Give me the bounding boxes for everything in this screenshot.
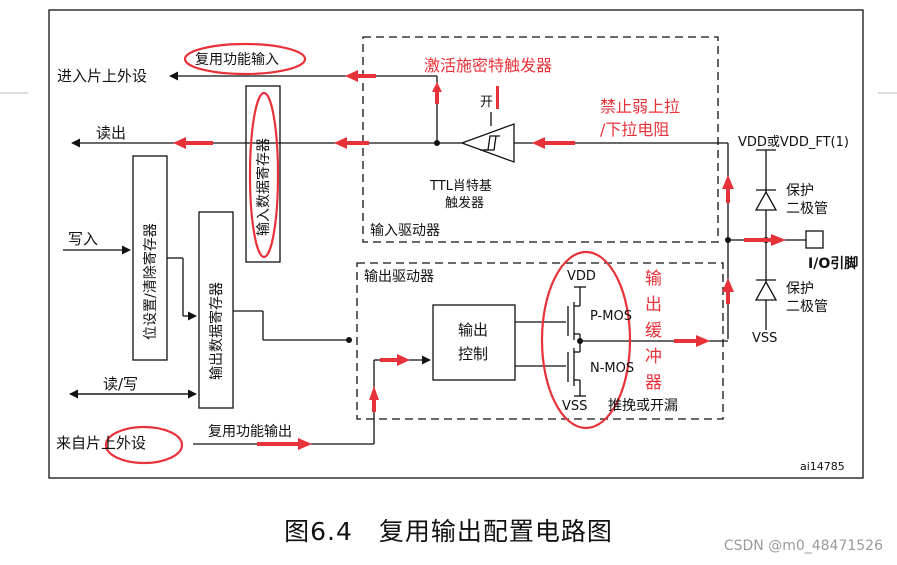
protect-diode-top-label: 保护 bbox=[786, 183, 814, 199]
protect-diode-bottom-label-2: 二极管 bbox=[786, 299, 828, 315]
output-buffer-highlight bbox=[540, 250, 632, 430]
vss-driver-label: VSS bbox=[562, 399, 587, 414]
alt-func-input-label: 复用功能输入 bbox=[195, 51, 279, 68]
figure-caption: 图6.4 复用输出配置电路图 bbox=[284, 517, 613, 546]
schmitt-trigger bbox=[460, 123, 515, 163]
nmos-label: N-MOS bbox=[590, 361, 634, 376]
input-driver-box bbox=[362, 36, 719, 243]
disable-pull-annotation-2: /下拉电阻 bbox=[600, 120, 669, 139]
peripheral-source-highlight bbox=[104, 425, 184, 465]
alt-func-output-label: 复用功能输出 bbox=[208, 423, 292, 440]
ttl-schmitt-label-2: 触发器 bbox=[445, 195, 484, 211]
output-buffer-char-5: 器 bbox=[645, 373, 662, 393]
output-driver-label: 输出驱动器 bbox=[364, 269, 434, 285]
from-peripheral-label: 来自片上外设 bbox=[56, 434, 146, 452]
io-pin-label: I/O引脚 bbox=[808, 256, 858, 272]
output-control-label: 输出 bbox=[458, 321, 488, 339]
output-data-register bbox=[198, 211, 234, 409]
watermark: CSDN @m0_48471526 bbox=[723, 538, 883, 554]
vdd-rail-label: VDD或VDD_FT(1) bbox=[738, 135, 849, 150]
bit-set-reset-register-label: 位设置/清除寄存器 bbox=[142, 223, 159, 340]
output-buffer-char-3: 缓 bbox=[645, 321, 662, 341]
output-control-box bbox=[432, 304, 516, 381]
to-peripheral-label: 进入片上外设 bbox=[57, 67, 147, 85]
alt-input-highlight bbox=[183, 42, 307, 76]
ttl-schmitt-label: TTL肖特基 bbox=[429, 179, 492, 194]
output-buffer-char-2: 出 bbox=[645, 295, 662, 315]
read-write-label: 读/写 bbox=[103, 375, 138, 393]
diagram-frame bbox=[48, 9, 864, 479]
input-register-highlight bbox=[248, 91, 280, 259]
protect-diode-bottom bbox=[754, 280, 778, 301]
write-in-label: 写入 bbox=[68, 230, 98, 248]
output-buffer-char-4: 冲 bbox=[645, 347, 662, 367]
vss-rail-label: VSS bbox=[752, 331, 777, 346]
protect-diode-bottom-label: 保护 bbox=[786, 281, 814, 297]
bit-set-reset-register bbox=[132, 155, 168, 361]
disable-pull-annotation: 禁止弱上拉 bbox=[600, 97, 680, 116]
pmos-label: P-MOS bbox=[590, 309, 632, 324]
figure-id-label: ai14785 bbox=[800, 460, 845, 473]
activate-schmitt-annotation: 激活施密特触发器 bbox=[424, 56, 552, 75]
output-buffer-char-1: 输 bbox=[645, 269, 662, 289]
protect-diode-top bbox=[754, 190, 778, 211]
output-data-register-label: 输出数据寄存器 bbox=[208, 282, 225, 380]
input-driver-label: 输入驱动器 bbox=[370, 223, 440, 239]
switch-label: 开 bbox=[480, 95, 493, 110]
push-pull-open-drain-label: 推挽或开漏 bbox=[608, 398, 678, 414]
read-out-label: 读出 bbox=[96, 124, 126, 142]
protect-diode-top-label-2: 二极管 bbox=[786, 201, 828, 217]
input-data-register-label: 输入数据寄存器 bbox=[255, 138, 272, 236]
vdd-driver-label: VDD bbox=[567, 269, 596, 284]
output-control-label-2: 控制 bbox=[458, 345, 488, 363]
schmitt-enable-mark bbox=[496, 86, 499, 109]
